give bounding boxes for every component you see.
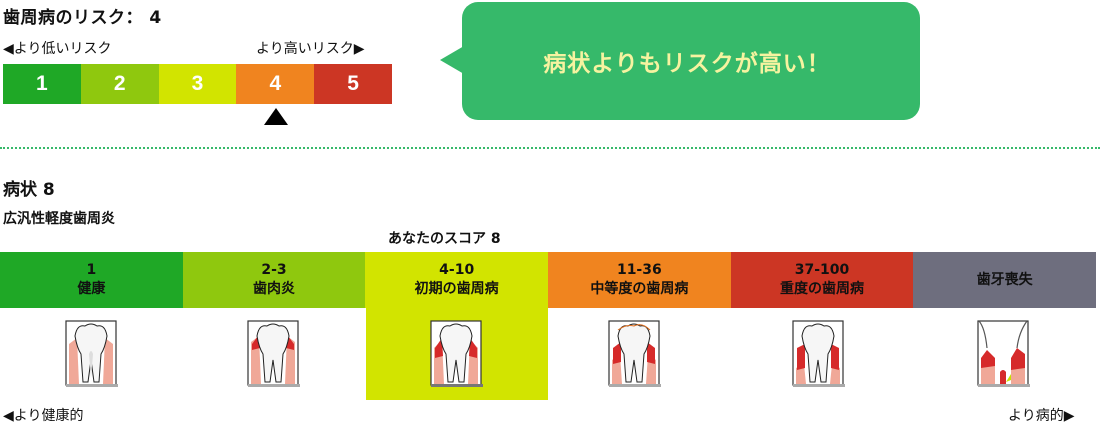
stage-range: 4-10 xyxy=(439,262,475,278)
stage-range: 11-36 xyxy=(616,262,662,278)
stage-range: 1 xyxy=(86,262,97,278)
stage-early-periodontitis: 4-10 初期の歯周病 xyxy=(365,252,549,308)
risk-level-label: 3 xyxy=(191,72,204,95)
healthy-tooth-icon xyxy=(65,320,118,387)
gingivitis-tooth-icon xyxy=(247,320,300,387)
stage-name: 中等度の歯周病 xyxy=(590,281,689,297)
stage-moderate-periodontitis: 11-36 中等度の歯周病 xyxy=(548,252,731,308)
risk-level-label: 2 xyxy=(113,72,126,95)
lower-risk-label: ◀より低いリスク xyxy=(3,41,112,57)
risk-level-label: 5 xyxy=(347,72,359,95)
sicker-direction-label: より病的▶ xyxy=(1008,408,1075,424)
tooth-loss-icon xyxy=(977,320,1030,387)
condition-title: 病状 8 xyxy=(3,180,55,200)
callout-text: 病状よりもリスクが高い！ xyxy=(543,51,831,77)
stage-healthy: 1 健康 xyxy=(0,252,183,308)
early-periodontitis-tooth-icon xyxy=(430,320,483,387)
risk-scale: 1 2 3 4 5 xyxy=(3,64,392,104)
risk-level-label: 1 xyxy=(36,72,48,95)
risk-level-1: 1 xyxy=(3,64,81,104)
callout-bubble: 病状よりもリスクが高い！ xyxy=(462,2,920,120)
diagnosis-label: 広汎性軽度歯周炎 xyxy=(3,211,115,227)
healthier-direction-label: ◀より健康的 xyxy=(3,408,84,424)
stage-name: 歯肉炎 xyxy=(253,281,295,297)
stage-name: 健康 xyxy=(77,281,106,297)
stage-range: 37-100 xyxy=(794,262,850,278)
callout-tail xyxy=(440,46,464,74)
stage-gingivitis: 2-3 歯肉炎 xyxy=(182,252,366,308)
moderate-periodontitis-tooth-icon xyxy=(608,320,661,387)
risk-level-4: 4 xyxy=(236,64,315,104)
stage-name: 初期の歯周病 xyxy=(414,281,499,297)
higher-risk-label: より高いリスク▶ xyxy=(256,41,365,57)
stage-name: 重度の歯周病 xyxy=(780,281,865,297)
severe-periodontitis-tooth-icon xyxy=(792,320,845,387)
risk-level-3: 3 xyxy=(158,64,237,104)
stage-name: 歯牙喪失 xyxy=(976,271,1033,288)
current-risk-marker-icon xyxy=(264,108,288,125)
stage-tooth-loss: 歯牙喪失 xyxy=(913,252,1097,308)
condition-scale: 1 健康 2-3 歯肉炎 4-10 初期の歯周病 11-36 中等度の歯周病 3… xyxy=(0,252,1097,308)
risk-level-2: 2 xyxy=(80,64,159,104)
stage-severe-periodontitis: 37-100 重度の歯周病 xyxy=(730,252,914,308)
risk-level-label: 4 xyxy=(269,72,282,95)
section-divider xyxy=(0,147,1100,149)
stage-range: 2-3 xyxy=(261,262,287,278)
your-score-label: あなたのスコア 8 xyxy=(388,231,501,247)
risk-title: 歯周病のリスク： 4 xyxy=(3,8,162,28)
risk-level-5: 5 xyxy=(314,64,392,104)
